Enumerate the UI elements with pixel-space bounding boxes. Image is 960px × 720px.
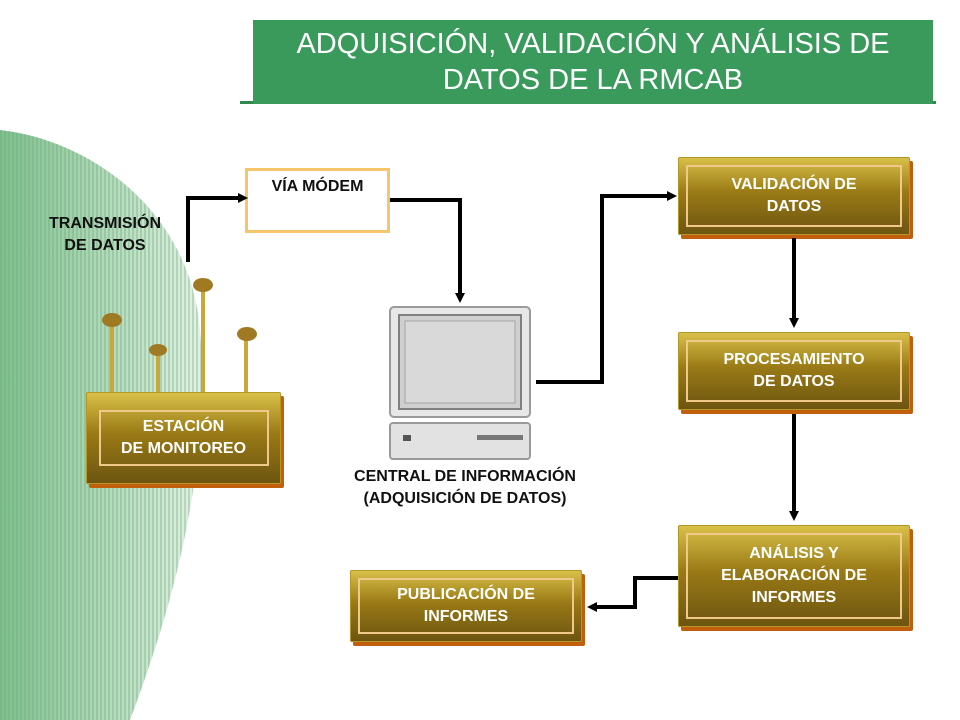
processing-line-1: PROCESAMIENTO [723, 351, 865, 368]
central-line-1: CENTRAL DE INFORMACIÓN [354, 468, 576, 485]
publication-line-2: INFORMES [423, 608, 509, 625]
processing-box: PROCESAMIENTO DE DATOS [678, 332, 910, 410]
analysis-line-1: ANÁLISIS Y [749, 545, 839, 562]
processing-line-2: DE DATOS [753, 373, 835, 390]
validation-line-2: DATOS [766, 198, 822, 215]
modem-label: VÍA MÓDEM [271, 178, 364, 195]
page-title: ADQUISICIÓN, VALIDACIÓN Y ANÁLISIS DE DA… [253, 20, 933, 104]
central-line-2: (ADQUISICIÓN DE DATOS) [363, 490, 567, 507]
station-line-1: ESTACIÓN [142, 418, 225, 435]
modem-box: VÍA MÓDEM [245, 168, 390, 233]
station-line-2: DE MONITOREO [120, 440, 247, 457]
central-info-label: CENTRAL DE INFORMACIÓN (ADQUISICIÓN DE D… [300, 466, 630, 510]
publication-box: PUBLICACIÓN DE INFORMES [350, 570, 582, 642]
publication-line-1: PUBLICACIÓN DE [397, 586, 535, 603]
antenna-icon [102, 278, 257, 392]
transmission-line-1: TRANSMISIÓN [49, 215, 161, 232]
validation-box: VALIDACIÓN DE DATOS [678, 157, 910, 235]
computer-icon [389, 306, 531, 460]
analysis-box: ANÁLISIS Y ELABORACIÓN DE INFORMES [678, 525, 910, 627]
validation-line-1: VALIDACIÓN DE [731, 176, 857, 193]
monitoring-station-box: ESTACIÓN DE MONITOREO [86, 392, 281, 484]
analysis-line-2: ELABORACIÓN DE [721, 567, 867, 584]
transmission-line-2: DE DATOS [64, 237, 146, 254]
transmission-label: TRANSMISIÓN DE DATOS [20, 213, 190, 257]
analysis-line-3: INFORMES [751, 589, 837, 606]
title-line-1: ADQUISICIÓN, VALIDACIÓN Y ANÁLISIS DE [296, 28, 890, 60]
title-line-2: DATOS DE LA RMCAB [442, 64, 744, 96]
